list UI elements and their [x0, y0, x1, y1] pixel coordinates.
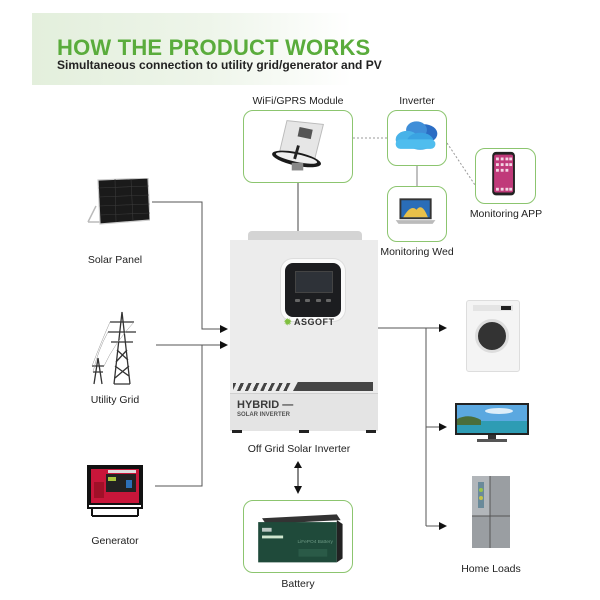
inverter-mount-bracket	[248, 231, 362, 241]
wifi-module-icon	[272, 120, 324, 171]
solar-to-inverter-line	[152, 201, 228, 333]
inverter-model-line1: HYBRID —	[237, 399, 294, 411]
transmission-tower-icon	[91, 311, 136, 385]
cloud-icon	[395, 121, 438, 150]
monitoring-app-card	[475, 148, 536, 204]
generator-label: Generator	[91, 535, 139, 547]
inverter-display-panel	[281, 259, 345, 321]
inverter-label: Off Grid Solar Inverter	[247, 443, 351, 455]
battery-arrow-up	[294, 461, 302, 468]
laptop-icon	[395, 198, 436, 224]
monitoring-app-label: Monitoring APP	[469, 208, 543, 220]
inverter-model-line2: SOLAR INVERTER	[237, 412, 291, 418]
header-background	[32, 13, 352, 85]
generator-to-inverter-line	[155, 345, 203, 487]
solar-panel-label: Solar Panel	[87, 254, 143, 266]
brand-name: ASGOFT	[294, 317, 335, 327]
washing-machine-icon	[466, 300, 520, 372]
inverter-brand: ✹ASGOFT	[284, 317, 335, 328]
wifi-module-label: WiFi/GPRS Module	[252, 95, 344, 107]
cloud-to-app-line	[446, 142, 476, 186]
washer-door	[475, 319, 509, 353]
washer-display	[501, 306, 511, 310]
inverter-buttons	[295, 299, 331, 303]
inverter-feet	[232, 430, 376, 433]
page-subtitle: Simultaneous connection to utility grid/…	[57, 58, 382, 72]
inverter-dark-bar	[293, 382, 373, 391]
page-title: HOW THE PRODUCT WORKS	[57, 35, 371, 60]
inverter-stripes-decoration	[233, 383, 291, 391]
inverter-lcd-screen	[295, 271, 333, 293]
brand-logo-icon: ✹	[284, 317, 293, 327]
refrigerator-icon	[472, 476, 510, 548]
cloud-label: Inverter	[399, 95, 435, 107]
monitoring-web-label: Monitoring Wed	[380, 246, 454, 258]
utility-grid-label: Utility Grid	[90, 394, 140, 406]
generator-icon	[87, 465, 143, 517]
inverter-bottom-panel	[230, 393, 378, 431]
battery-label: Battery	[281, 578, 315, 590]
television-icon	[455, 403, 529, 442]
smartphone-icon	[492, 151, 515, 196]
battery-card: LiFePO4 Battery	[243, 500, 353, 573]
washer-control-strip	[473, 305, 513, 311]
battery-icon: LiFePO4 Battery	[258, 514, 343, 563]
cloud-card	[387, 110, 447, 166]
monitoring-web-card	[387, 186, 447, 242]
battery-print-text: LiFePO4 Battery	[298, 539, 334, 545]
home-loads-label: Home Loads	[461, 563, 521, 575]
wifi-module-card	[243, 110, 353, 183]
solar-panel-icon	[87, 178, 150, 225]
